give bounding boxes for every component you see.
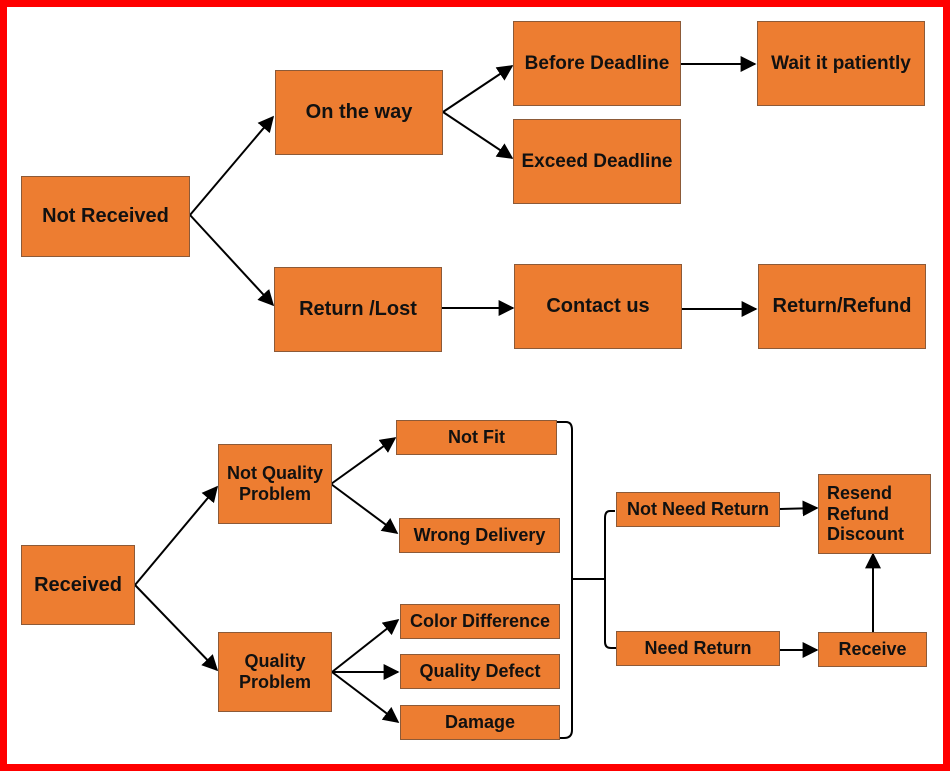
node-contact-us: Contact us — [514, 264, 682, 349]
node-damage: Damage — [400, 705, 560, 740]
node-resend-refund-discount: Resend Refund Discount — [818, 474, 931, 554]
node-color-difference: Color Difference — [400, 604, 560, 639]
arrow-quality-color — [331, 619, 400, 673]
node-on-the-way: On the way — [275, 70, 443, 155]
node-return-refund: Return/Refund — [758, 264, 926, 349]
node-before-deadline: Before Deadline — [513, 21, 681, 106]
node-received: Received — [21, 545, 135, 625]
arrow-ontheway-exceed — [442, 111, 514, 159]
node-wrong-delivery: Wrong Delivery — [399, 518, 560, 553]
arrow-notquality-notfit — [330, 437, 397, 485]
node-not-fit: Not Fit — [396, 420, 557, 455]
grouping-bracket — [557, 421, 573, 739]
node-not-quality-problem: Not Quality Problem — [218, 444, 332, 524]
node-receive: Receive — [818, 632, 927, 667]
node-not-need-return: Not Need Return — [616, 492, 780, 527]
node-wait-it-patiently: Wait it patiently — [757, 21, 925, 106]
arrow-ontheway-before — [442, 65, 514, 113]
arrow-notreceived-returnlost — [189, 214, 275, 307]
arrow-notquality-wrong — [330, 483, 399, 534]
node-exceed-deadline: Exceed Deadline — [513, 119, 681, 204]
node-quality-problem: Quality Problem — [218, 632, 332, 712]
arrow-notneed-resend — [779, 500, 819, 517]
node-not-received: Not Received — [21, 176, 190, 257]
split-bracket — [604, 510, 617, 649]
node-need-return: Need Return — [616, 631, 780, 666]
arrow-received-notquality — [134, 485, 219, 586]
node-return-lost: Return /Lost — [274, 267, 442, 352]
arrow-received-quality — [134, 584, 219, 672]
arrow-notreceived-ontheway — [189, 115, 275, 216]
arrow-quality-damage — [331, 671, 400, 723]
node-quality-defect: Quality Defect — [400, 654, 560, 689]
